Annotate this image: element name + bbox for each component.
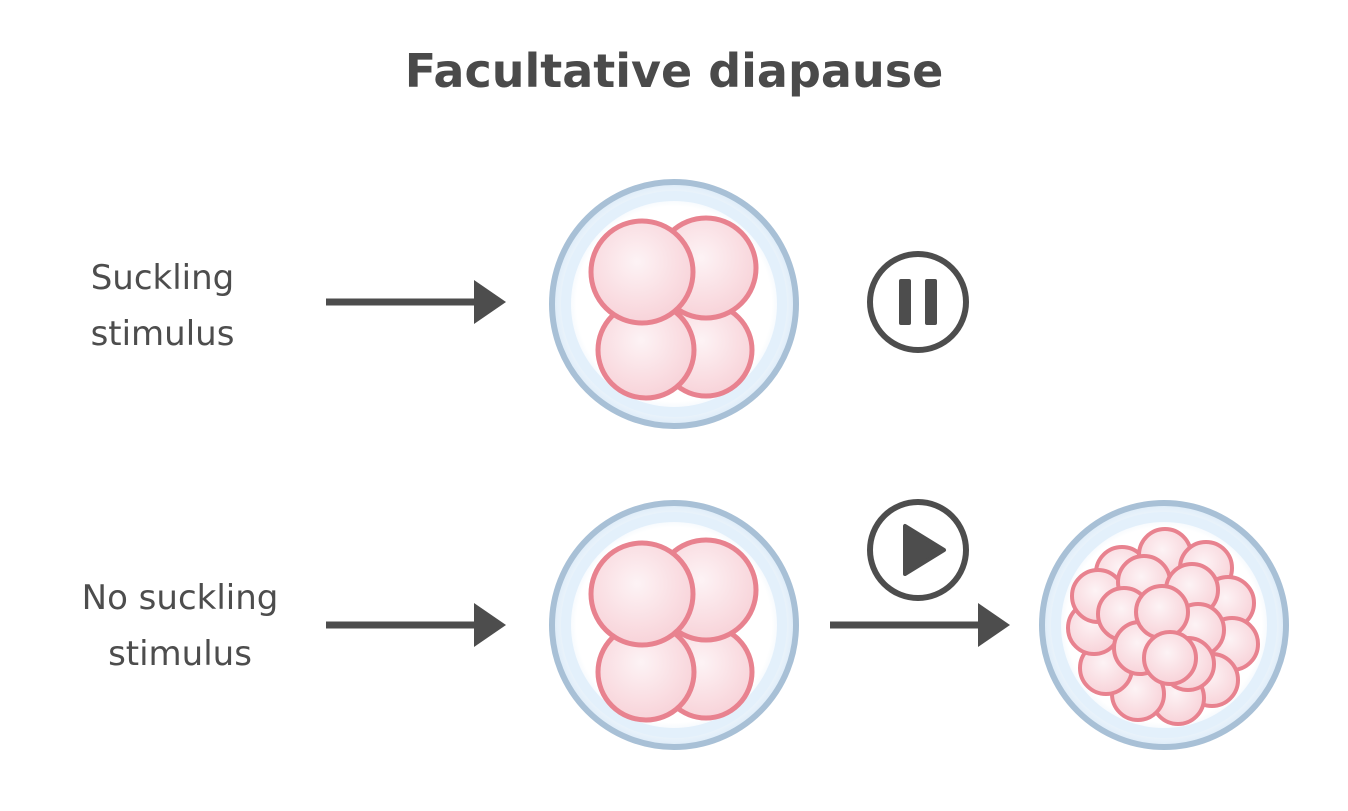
label-line: Suckling	[90, 258, 235, 298]
no-suckling-stimulus-label: No suckling stimulus	[40, 570, 320, 682]
label-line: stimulus	[90, 314, 235, 354]
four-cell-embryo-paused	[549, 179, 799, 429]
four-cell-embryo	[549, 500, 799, 750]
label-line: stimulus	[108, 634, 252, 674]
arrow-right-icon	[326, 280, 506, 324]
suckling-stimulus-label: Suckling stimulus	[40, 250, 285, 362]
arrow-right-icon	[326, 603, 506, 647]
pause-icon	[867, 251, 969, 353]
page-title: Facultative diapause	[404, 44, 944, 98]
label-line: No suckling	[81, 578, 279, 618]
arrow-right-icon	[830, 603, 1010, 647]
play-icon	[867, 499, 969, 601]
morula-embryo	[1039, 500, 1289, 750]
